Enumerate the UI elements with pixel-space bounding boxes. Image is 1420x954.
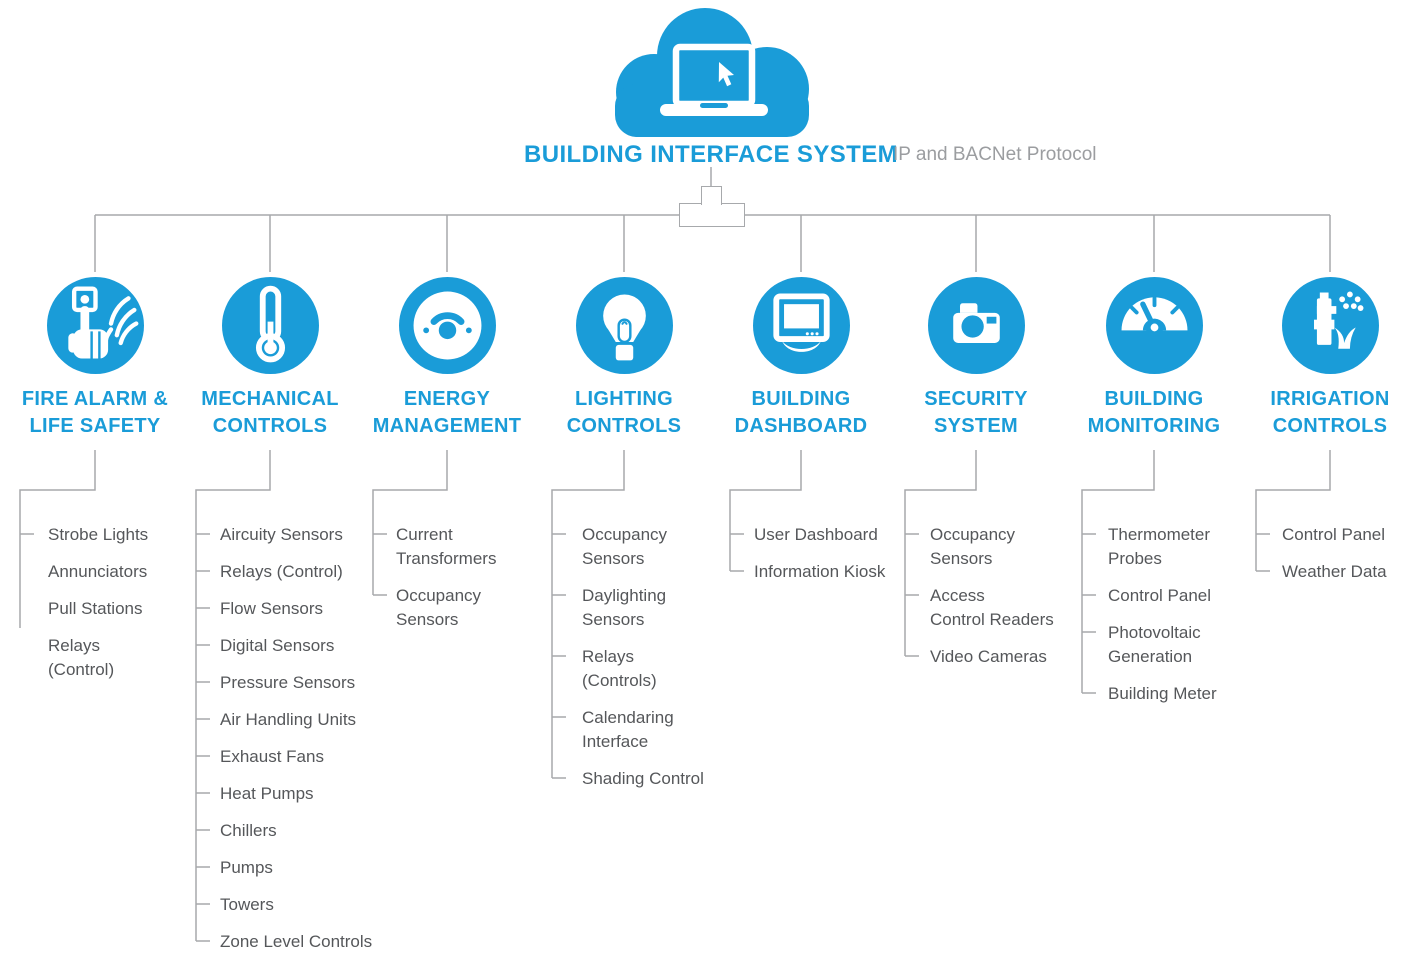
sprinkler-icon (1281, 277, 1379, 374)
branch-list-irrigation: Control Panel Weather Data (1282, 523, 1412, 597)
branch-list-lighting: Occupancy Sensors Daylighting Sensors Re… (582, 523, 722, 804)
list-item: Current Transformers (396, 525, 497, 568)
thermostat-dial-icon (398, 277, 496, 374)
list-item: Strobe Lights (48, 525, 149, 544)
branch-title-monitoring: BUILDING MONITORING (1087, 388, 1221, 437)
list-item: Aircuity Sensors (220, 525, 343, 544)
branch-line-1 (19, 450, 96, 628)
list-item: Heat Pumps (220, 784, 314, 803)
list-item: Zone Level Controls (220, 932, 373, 951)
branch-list-security: Occupancy Sensors Access Control Readers… (930, 523, 1080, 682)
monitor-icon (752, 277, 850, 374)
branch-title-security: SECURITY SYSTEM (924, 388, 1028, 437)
branch-title-mechanical: MECHANICAL CONTROLS (201, 388, 339, 437)
list-item: Pull Stations (48, 599, 143, 618)
icon-stubs (94, 215, 1331, 272)
list-item: Flow Sensors (220, 599, 323, 618)
branch-line-8 (1255, 450, 1331, 572)
cloud-laptop-icon (615, 8, 809, 137)
network-connector-base (679, 203, 745, 227)
branch-list-dashboard: User Dashboard Information Kiosk (754, 523, 904, 597)
branch-list-mechanical: Aircuity Sensors Relays (Control) Flow S… (220, 523, 390, 954)
list-item: Occupancy Sensors (396, 586, 482, 629)
protocol-label: IP and BACNet Protocol (893, 144, 1097, 165)
list-item: Access Control Readers (930, 586, 1054, 629)
list-item: Thermometer Probes (1108, 525, 1211, 568)
list-item: Relays (Controls) (582, 647, 657, 690)
branch-line-7 (1081, 450, 1155, 694)
camera-icon (927, 277, 1025, 374)
list-item: Relays (Control) (220, 562, 343, 581)
branch-line-3 (372, 450, 448, 596)
list-item: Relays (Control) (48, 636, 115, 679)
list-item: Building Meter (1108, 684, 1217, 703)
branch-list-fire-alarm: Strobe Lights Annunciators Pull Stations… (48, 523, 198, 695)
list-item: Digital Sensors (220, 636, 335, 655)
branch-line-6 (904, 450, 977, 657)
list-item: Pressure Sensors (220, 673, 356, 692)
lightbulb-icon (575, 277, 673, 374)
network-connector-top (701, 186, 722, 205)
list-item: Air Handling Units (220, 710, 357, 729)
list-item: User Dashboard (754, 525, 878, 544)
gauge-icon (1105, 277, 1203, 374)
branch-list-monitoring: Thermometer Probes Control Panel Photovo… (1108, 523, 1248, 719)
branch-line-2 (195, 450, 271, 942)
list-item: Daylighting Sensors (582, 586, 667, 629)
list-item: Chillers (220, 821, 277, 840)
list-item: Exhaust Fans (220, 747, 324, 766)
list-item: Occupancy Sensors (582, 525, 668, 568)
branch-list-energy: Current Transformers Occupancy Sensors (396, 523, 526, 645)
thermometer-icon (221, 277, 319, 374)
branch-title-dashboard: BUILDING DASHBOARD (734, 388, 868, 437)
list-item: Control Panel (1108, 586, 1212, 605)
list-item: Calendaring Interface (582, 708, 674, 751)
list-item: Annunciators (48, 562, 148, 581)
list-item: Occupancy Sensors (930, 525, 1016, 568)
branch-title-fire-alarm: FIRE ALARM & LIFE SAFETY (21, 388, 169, 437)
list-item: Weather Data (1282, 562, 1387, 581)
list-item: Towers (220, 895, 274, 914)
branch-line-4 (551, 450, 625, 779)
branch-title-lighting: LIGHTING CONTROLS (566, 388, 682, 437)
page-title: BUILDING INTERFACE SYSTEM (523, 141, 899, 168)
branch-line-5 (729, 450, 802, 572)
branch-title-energy: ENERGY MANAGEMENT (372, 388, 522, 437)
fire-alarm-icon (46, 277, 144, 374)
list-item: Shading Control (582, 769, 704, 788)
list-item: Control Panel (1282, 525, 1386, 544)
branch-title-irrigation: IRRIGATION CONTROLS (1270, 388, 1390, 437)
list-item: Photovoltaic Generation (1108, 623, 1201, 666)
list-item: Video Cameras (930, 647, 1047, 666)
list-item: Pumps (220, 858, 273, 877)
list-item: Information Kiosk (754, 562, 886, 581)
